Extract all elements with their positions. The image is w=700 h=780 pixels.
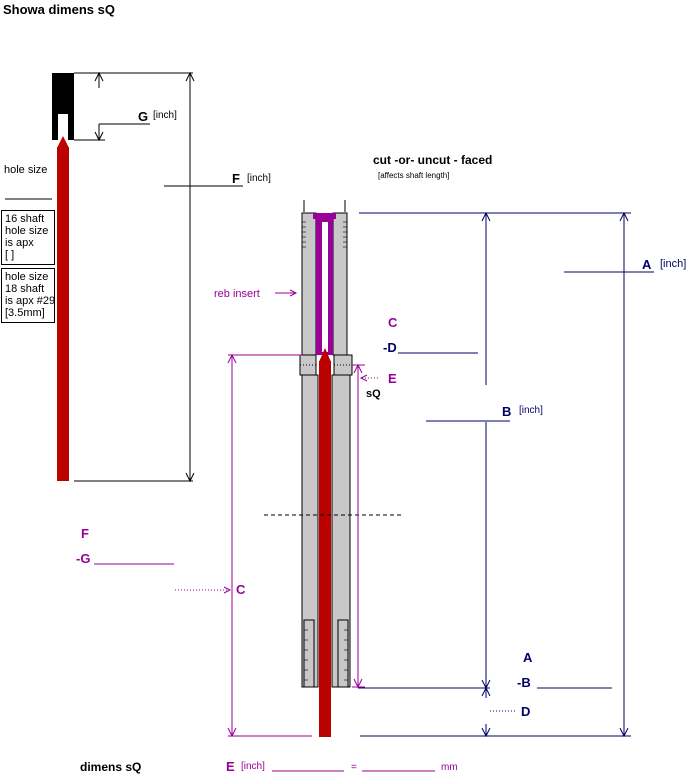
sq-shaft <box>319 348 331 737</box>
cut-note: [affects shaft length] <box>378 171 450 180</box>
left-dimension-lines <box>5 71 243 483</box>
sq-label: sQ <box>366 388 381 400</box>
top-indicator-lines <box>303 200 346 212</box>
box18-line: is apx #29 <box>5 295 56 307</box>
left-shaft <box>57 147 69 481</box>
box16-line: [ ] <box>5 249 15 261</box>
box18-line: [3.5mm] <box>5 307 45 319</box>
footer-mm-unit: mm <box>441 762 458 773</box>
footer-label: dimens sQ <box>80 760 142 774</box>
bottom-left-thread <box>303 619 315 688</box>
footer-e-unit: [inch] <box>241 761 265 772</box>
box18-line: hole size <box>5 271 49 283</box>
footer-equals: = <box>351 762 357 773</box>
b-formula: -B <box>517 675 531 690</box>
left-cap <box>52 73 74 140</box>
left-cap-hole <box>58 114 68 141</box>
sq-body <box>299 212 353 688</box>
b-letter: B <box>502 404 512 419</box>
box16-line: 16 shaft <box>5 213 45 225</box>
step-left <box>299 354 317 376</box>
left-shaft-tip <box>57 136 69 148</box>
f-unit: [inch] <box>247 173 271 184</box>
f-formula-letter: F <box>81 526 89 541</box>
shaft-16-box: 16 shaft hole size is apx [ ] <box>1 210 55 265</box>
g-unit: [inch] <box>153 110 177 121</box>
box16-line: is apx <box>5 237 34 249</box>
box16-line: hole size <box>5 225 49 237</box>
cut-label: cut -or- uncut - faced <box>373 153 493 167</box>
shaft-18-box: hole size 18 shaft is apx #29 [3.5mm] <box>1 268 55 323</box>
a-letter: A <box>642 257 652 272</box>
upper-right-wall <box>332 212 348 356</box>
c-letter: C <box>388 315 398 330</box>
d-side-letter: D <box>521 704 531 719</box>
e-letter: E <box>388 371 397 386</box>
page-title: Showa dimens sQ <box>3 2 115 17</box>
bottom-right-thread <box>337 619 349 688</box>
a-formula-letter: A <box>523 650 533 665</box>
b-unit: [inch] <box>519 405 543 416</box>
box18-line: 18 shaft <box>5 283 45 295</box>
g-formula: -G <box>76 551 91 566</box>
left-shaft-assembly <box>52 73 74 481</box>
c-side-letter: C <box>236 582 246 597</box>
reb-insert-shape <box>313 213 336 355</box>
purple-dimension-lines <box>94 353 380 738</box>
hole-size-label: hole size <box>4 164 48 176</box>
a-unit: [inch] <box>660 258 687 270</box>
f-letter: F <box>232 171 240 186</box>
g-letter: G <box>138 109 149 124</box>
navy-dimension-lines <box>275 211 654 738</box>
reb-insert-label: reb insert <box>214 288 260 300</box>
upper-left-wall <box>301 212 317 356</box>
d-formula: -D <box>383 340 397 355</box>
footer-e-letter: E <box>226 759 235 774</box>
